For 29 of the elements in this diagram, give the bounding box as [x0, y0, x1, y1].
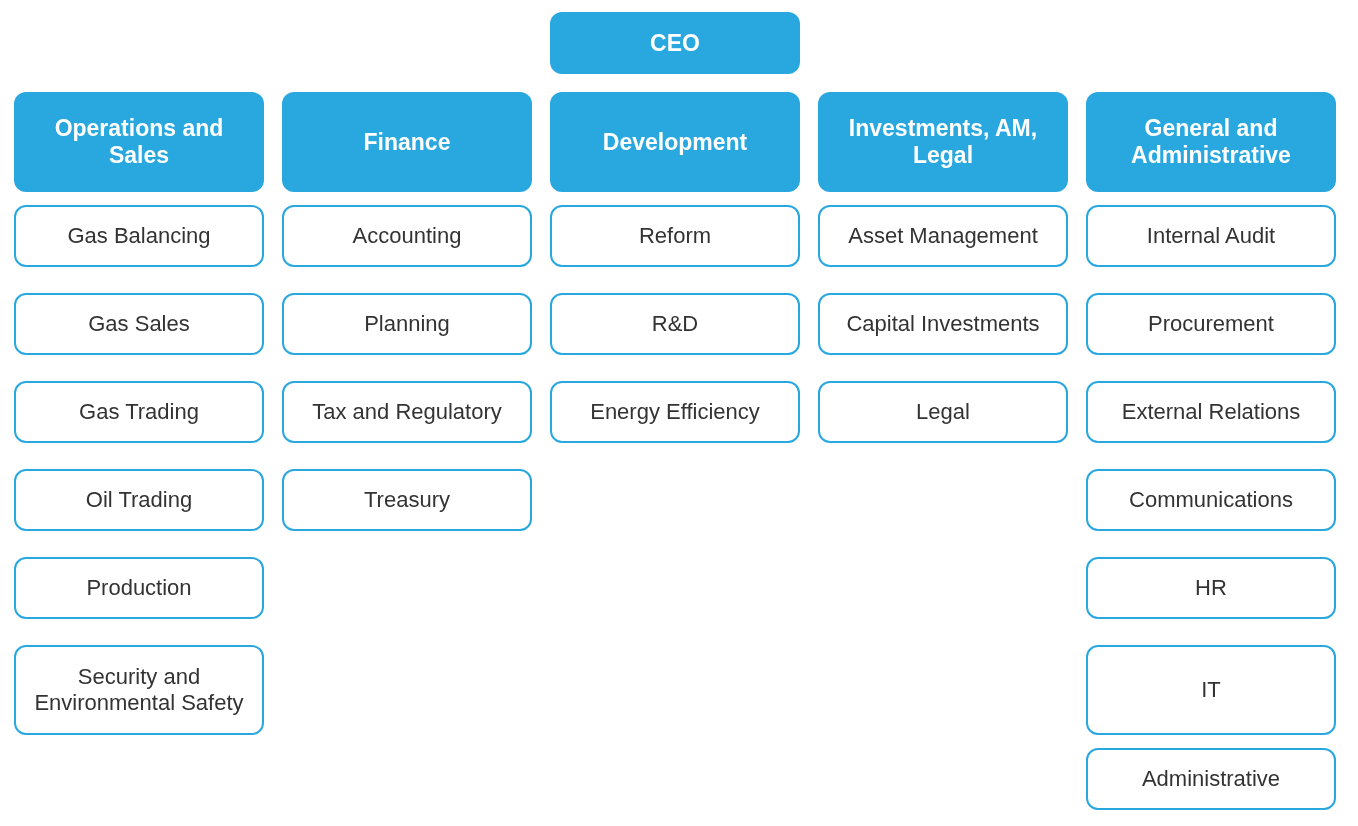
department-box: Development [550, 92, 800, 192]
unit-box: Reform [550, 205, 800, 267]
unit-box: Energy Efficiency [550, 381, 800, 443]
unit-box: R&D [550, 293, 800, 355]
unit-box: Administrative [1086, 748, 1336, 810]
unit-box: Gas Sales [14, 293, 264, 355]
unit-box: Planning [282, 293, 532, 355]
unit-box: Capital Investments [818, 293, 1068, 355]
unit-box: IT [1086, 645, 1336, 735]
department-box: Investments, AM, Legal [818, 92, 1068, 192]
department-box: Finance [282, 92, 532, 192]
department-box: General and Administrative [1086, 92, 1336, 192]
unit-box: Gas Trading [14, 381, 264, 443]
unit-box: Procurement [1086, 293, 1336, 355]
unit-box: Internal Audit [1086, 205, 1336, 267]
unit-box: External Relations [1086, 381, 1336, 443]
unit-box: Security and Environmental Safety [14, 645, 264, 735]
unit-box: Asset Management [818, 205, 1068, 267]
unit-box: HR [1086, 557, 1336, 619]
unit-box: Legal [818, 381, 1068, 443]
unit-box: Treasury [282, 469, 532, 531]
unit-box: Tax and Regulatory [282, 381, 532, 443]
unit-box: Communications [1086, 469, 1336, 531]
unit-box: Oil Trading [14, 469, 264, 531]
unit-box: Production [14, 557, 264, 619]
unit-box: Accounting [282, 205, 532, 267]
department-box: Operations and Sales [14, 92, 264, 192]
executive-box: CEO [550, 12, 800, 74]
unit-box: Gas Balancing [14, 205, 264, 267]
